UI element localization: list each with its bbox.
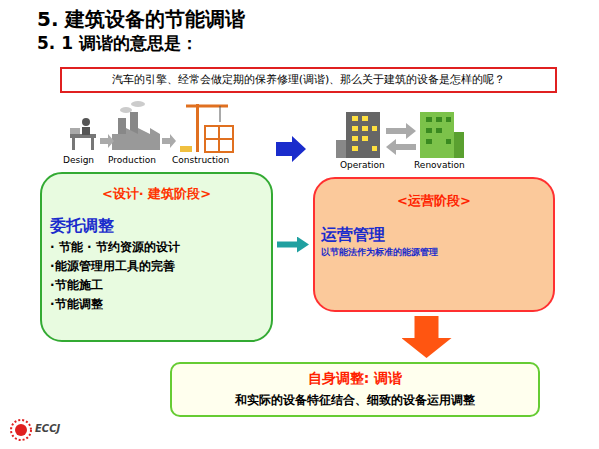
stage-task: 委托调整 (50, 216, 263, 236)
icon-caption: Renovation (414, 160, 465, 170)
diagram-box: 自身调整: 调谐和实际的设备特征结合、细致的设备运用调整 (170, 362, 540, 417)
stage-note: 以节能法作为标准的能源管理 (321, 247, 547, 258)
production-icon (100, 101, 160, 150)
logo-sun (11, 420, 31, 440)
bullet-item: ·节能施工 (50, 278, 263, 293)
renovation-icon (420, 112, 464, 158)
icon-caption: Production (108, 155, 156, 165)
bullet-item: ·能源管理用工具的完善 (50, 259, 263, 274)
logo-text: ECCJ (35, 423, 60, 434)
cycle-arrow (386, 123, 416, 139)
stage-heading: <运营阶段> (321, 193, 547, 209)
diagram-box: <运营阶段> 运营管理以节能法作为标准的能源管理 (313, 177, 555, 312)
tuning-text: 和实际的设备特征结合、细致的设备运用调整 (180, 393, 530, 408)
stage-task: 运营管理 (321, 225, 547, 245)
icon-caption: Design (63, 155, 94, 165)
stage-heading: <设计· 建筑阶段> (50, 186, 263, 202)
design-icon (70, 118, 96, 150)
tuning-heading: 自身调整: 调谐 (180, 370, 530, 388)
page-title: 5. 建筑设备的节能调谐 (37, 6, 245, 33)
stage-arrow (276, 136, 306, 162)
diagram-box: 汽车的引擎、经常会做定期的保养修理(调谐)、那么关于建筑的设备是怎样的呢？ (60, 67, 557, 93)
bullet-item: ·节能调整 (50, 297, 263, 312)
question-text: 汽车的引擎、经常会做定期的保养修理(调谐)、那么关于建筑的设备是怎样的呢？ (68, 73, 549, 87)
operation-icon (336, 112, 380, 158)
flow-arrow (415, 316, 439, 338)
cycle-arrow (386, 139, 416, 155)
diagram-box: <设计· 建筑阶段> 委托调整 · 节能 · 节约资源的设计 ·能源管理用工具的完善 ·… (40, 172, 273, 342)
flow-arrow (277, 242, 297, 248)
section-heading: 5. 1 调谐的意思是： (37, 32, 198, 55)
icon-caption: Operation (340, 160, 385, 170)
bullet-item: · 节能 · 节约资源的设计 (50, 240, 263, 255)
construction-icon (162, 104, 233, 152)
icon-caption: Construction (172, 155, 229, 165)
